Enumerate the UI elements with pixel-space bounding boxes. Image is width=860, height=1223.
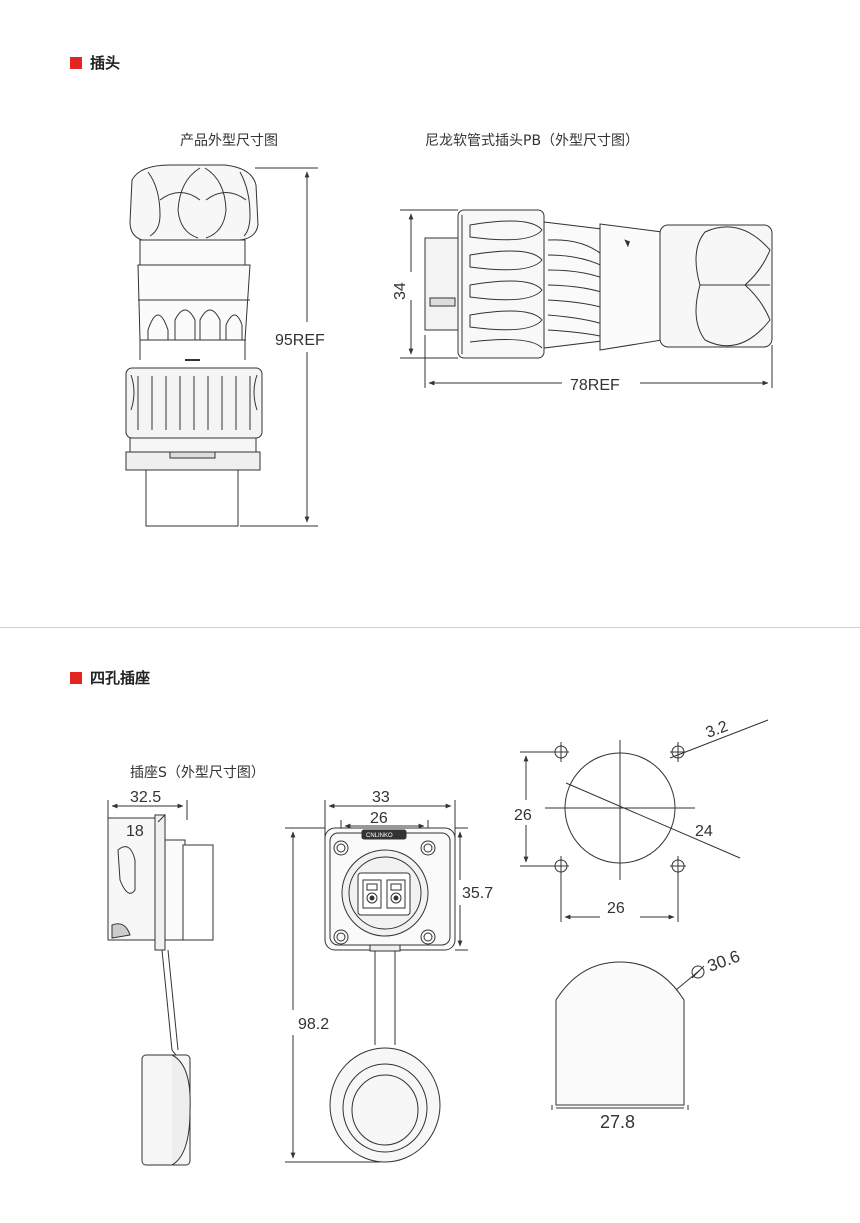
dim-3-2: 3.2 (704, 718, 731, 742)
red-square-icon (70, 671, 82, 684)
caption-plug-outline: 产品外型尺寸图 (180, 133, 278, 149)
caption-socket: 插座S（外型尺寸图） (130, 765, 265, 781)
socket-front-view (285, 800, 468, 1163)
dim-32-5: 32.5 (130, 789, 161, 806)
caption-plug-pb: 尼龙软管式插头PB（外型尺寸图） (425, 133, 640, 149)
section-title: 插头 (90, 54, 121, 72)
dim-35-7: 35.7 (462, 885, 493, 902)
svg-text:◢: ◢ (620, 238, 631, 248)
plug-vertical-view (125, 164, 318, 527)
section-divider (0, 627, 860, 628)
dim-26-vertical: 26 (514, 807, 532, 824)
dim-26-front: 26 (370, 810, 388, 827)
dim-95ref: 95REF (275, 332, 325, 349)
dim-98-2: 98.2 (298, 1016, 329, 1033)
brand-mark: CNLINKO (366, 833, 393, 839)
d-cut-view (551, 961, 705, 1110)
dim-24: 24 (695, 823, 713, 840)
section-title: 四孔插座 (90, 669, 151, 687)
dim-26-horizontal: 26 (607, 900, 625, 917)
section-header-plug: 插头 (70, 52, 120, 73)
dim-78ref: 78REF (570, 377, 620, 394)
section-header-socket: 四孔插座 (70, 667, 150, 688)
dim-33: 33 (372, 789, 390, 806)
panel-cutout-view (520, 719, 769, 922)
dim-18: 18 (126, 823, 144, 840)
dim-30-6: 30.6 (705, 947, 743, 976)
plug-horizontal-view: ◢ (400, 209, 773, 388)
dim-27-8: 27.8 (600, 1112, 635, 1132)
socket-side-view (107, 800, 214, 1166)
dim-34: 34 (392, 282, 409, 300)
red-square-icon (70, 56, 82, 69)
